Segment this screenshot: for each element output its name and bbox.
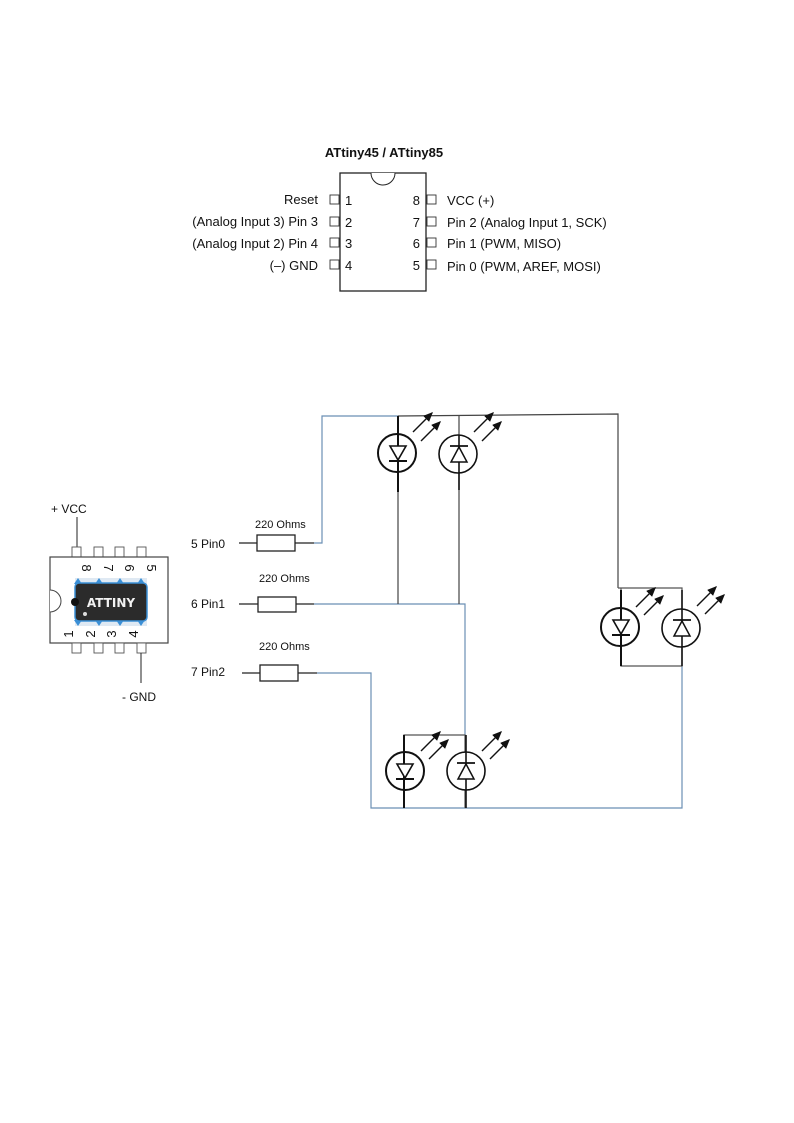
pin-pad <box>329 259 340 270</box>
pin-number: 3 <box>345 236 352 251</box>
light-arrow-icon <box>643 595 664 616</box>
light-arrow-icon <box>635 587 656 608</box>
chip-pin <box>93 546 104 558</box>
led <box>446 731 510 808</box>
light-arrow-icon <box>412 412 433 433</box>
pin-label: Reset <box>284 192 318 207</box>
pinout-left-pins: Reset (Analog Input 3) Pin 3 (Analog Inp… <box>192 192 352 273</box>
chip-pin-number: 8 <box>79 564 94 571</box>
pin-number: 6 <box>413 236 420 251</box>
resistor-pin-label: 7 Pin2 <box>191 665 225 679</box>
chip-pin <box>71 642 82 654</box>
resistor-pin-label: 5 Pin0 <box>191 537 225 551</box>
chip-pin <box>114 642 125 654</box>
chip-pin <box>136 642 147 654</box>
chip-pin-number: 3 <box>104 630 119 637</box>
light-arrow-icon <box>473 412 494 433</box>
gnd-label: - GND <box>122 690 156 704</box>
chip-notch <box>49 589 62 613</box>
pin-number: 5 <box>413 258 420 273</box>
chip-pin <box>71 546 82 558</box>
pinout-chip-body <box>339 172 427 292</box>
pin-label: Pin 0 (PWM, AREF, MOSI) <box>447 259 601 274</box>
light-arrow-icon <box>489 739 510 760</box>
resistor-value: 220 Ohms <box>259 573 310 585</box>
resistor-body <box>256 534 296 552</box>
led <box>438 412 502 490</box>
light-arrow-icon <box>420 421 441 442</box>
resistor-1: 6 Pin1 220 Ohms <box>191 573 314 613</box>
light-arrow-icon <box>481 421 502 442</box>
chip-pin-number: 6 <box>122 564 137 571</box>
pinout-notch <box>370 172 396 186</box>
led-pair-bottom <box>385 731 510 808</box>
chip-pin-number: 7 <box>101 564 116 571</box>
resistor-pin-label: 6 Pin1 <box>191 597 225 611</box>
resistor-0: 5 Pin0 220 Ohms <box>191 519 314 552</box>
pinout-diagram: ATtiny45 / ATtiny85 Reset (Analog Input … <box>192 145 607 292</box>
led <box>661 586 725 666</box>
led <box>377 412 441 492</box>
pin-pad <box>426 194 437 205</box>
resistor-body <box>257 596 297 613</box>
light-arrow-icon <box>428 739 449 760</box>
pin-pad <box>329 194 340 205</box>
pinout-right-pins: 8 7 6 5 VCC (+) Pin 2 (Analog Input 1, S… <box>413 193 607 274</box>
pin-label: VCC (+) <box>447 193 494 208</box>
pin-label: (–) GND <box>270 258 318 273</box>
chip-pin-number: 5 <box>144 564 159 571</box>
attiny-chip: + VCC 8 7 6 5 1 2 3 4 <box>49 502 169 704</box>
pin-number: 7 <box>413 215 420 230</box>
pin-number: 4 <box>345 258 352 273</box>
chip-pin <box>136 546 147 558</box>
led <box>600 587 664 666</box>
wire-top-rail <box>397 413 619 588</box>
resistor-value: 220 Ohms <box>255 519 306 531</box>
pinout-title: ATtiny45 / ATtiny85 <box>325 145 443 160</box>
pin-pad <box>426 237 437 248</box>
chip-graphic-notch <box>71 598 79 606</box>
chip-pin-number: 4 <box>126 630 141 637</box>
chip-pin <box>93 642 104 654</box>
pin-label: Pin 1 (PWM, MISO) <box>447 236 561 251</box>
light-arrow-icon <box>704 594 725 615</box>
chip-graphic-dot <box>83 612 87 616</box>
pin-label: (Analog Input 2) Pin 4 <box>192 236 318 251</box>
chip-pin <box>114 546 125 558</box>
pin-pad <box>329 216 340 227</box>
pin-pad <box>329 237 340 248</box>
light-arrow-icon <box>696 586 717 607</box>
wire-pin2 <box>317 666 683 809</box>
led-pair-right <box>600 586 725 666</box>
resistor-value: 220 Ohms <box>259 641 310 653</box>
led-pair-top <box>377 412 502 492</box>
pin-number: 1 <box>345 193 352 208</box>
light-arrow-icon <box>481 731 502 752</box>
resistor-body <box>259 664 299 682</box>
pin-pad <box>426 216 437 227</box>
wire-pin0 <box>314 415 398 544</box>
pin-label: (Analog Input 3) Pin 3 <box>192 214 318 229</box>
pin-label: Pin 2 (Analog Input 1, SCK) <box>447 215 607 230</box>
light-arrow-icon <box>420 731 441 752</box>
chip-pin-number: 1 <box>61 630 76 637</box>
pin-number: 2 <box>345 215 352 230</box>
pin-number: 8 <box>413 193 420 208</box>
wire-pin1 <box>314 603 466 735</box>
pin-pad <box>426 259 437 270</box>
resistor-2: 7 Pin2 220 Ohms <box>191 641 317 682</box>
chip-pin-number: 2 <box>83 630 98 637</box>
chip-label: ATTINY <box>87 596 136 610</box>
vcc-label: + VCC <box>51 502 87 516</box>
led <box>385 731 449 808</box>
